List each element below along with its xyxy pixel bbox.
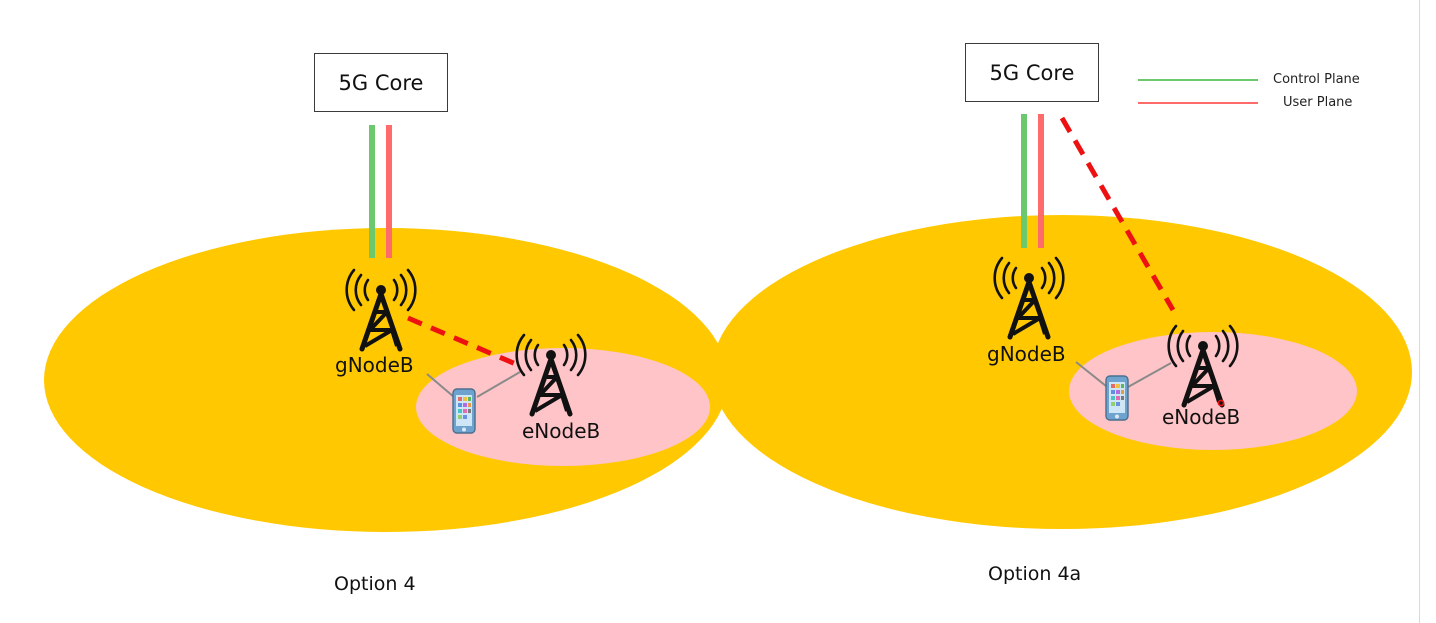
option4a-5g-core-label: 5G Core [989,60,1075,85]
option4a-ue-gnb-link [1075,361,1107,387]
legend-user-plane-label: User Plane [1283,95,1353,110]
option4-5g-core-label: 5G Core [338,70,424,95]
option4a-enodeb-label: eNodeB [1162,405,1241,429]
option4a-core-enb-user-plane-link [1059,116,1176,312]
option4-caption: Option 4 [334,573,416,595]
option4a-ue-enb-link [1127,362,1172,388]
right-edge-strip [1419,0,1436,623]
option4-ue-enb-link [476,371,521,398]
option4a-gnb-coverage [712,215,1412,529]
option4a-gnodeb-label: gNodeB [987,342,1066,366]
option4-5g-core-box: 5G Core [314,53,448,112]
option4a-ue-smartphone-icon [1105,375,1129,421]
option4a-5g-core-box: 5G Core [965,43,1099,102]
option4a-caption: Option 4a [988,563,1082,585]
option4-enodeb-label: eNodeB [522,419,601,443]
option4-ue-gnb-link [426,373,455,398]
option4a-enodeb-marker [1217,399,1225,407]
option4-enb-coverage [416,348,710,466]
option4-gnb-enb-user-plane-link [407,315,519,368]
legend-control-plane-label: Control Plane [1273,72,1360,87]
option4-gnodeb-label: gNodeB [335,353,414,377]
option4-ue-smartphone-icon [452,388,476,434]
option4a-enb-coverage [1069,332,1357,450]
